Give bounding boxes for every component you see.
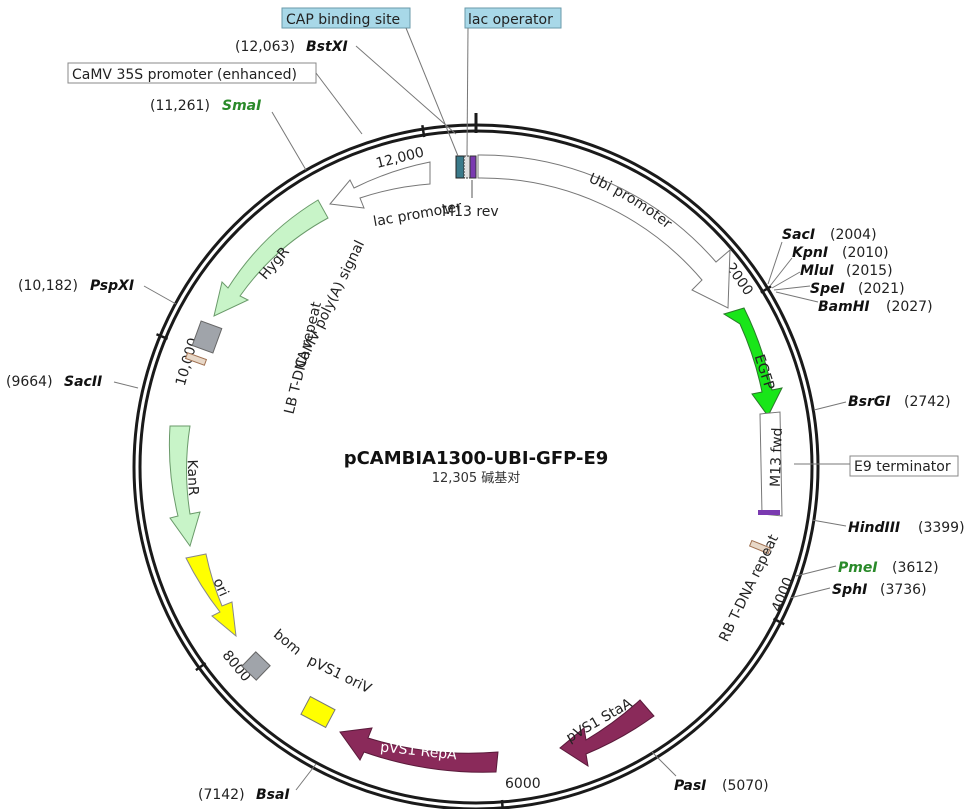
tick-mark (195, 662, 207, 672)
feature-egfp[interactable] (722, 307, 783, 417)
svg-text:BsrGI: BsrGI (848, 394, 891, 410)
svg-text:lac operator: lac operator (468, 12, 553, 28)
plasmid-length: 12,305 碱基对 (432, 471, 521, 486)
svg-text:(7142): (7142) (198, 787, 245, 803)
feature-lb-tdna-repeat[interactable] (184, 352, 208, 366)
site-pspxi[interactable]: (10,182) PspXI (18, 278, 177, 305)
site-pasi[interactable]: PasI (5070) (651, 751, 769, 794)
site-pmei[interactable]: PmeI (3612) (795, 560, 939, 577)
feature-pvs1-oriv[interactable] (300, 695, 336, 729)
boxed-label-camv-35s-promoter[interactable]: CaMV 35S promoter (enhanced) (67, 62, 363, 135)
tick-mark (500, 799, 504, 809)
tick-mark (760, 285, 772, 294)
feature-camv-polya-signal[interactable] (191, 320, 223, 354)
svg-text:(9664): (9664) (6, 374, 53, 390)
svg-text:(3399): (3399) (918, 520, 965, 536)
site-mlui[interactable]: MluI (2015) (771, 263, 893, 289)
site-saci[interactable]: SacI (2004) (767, 227, 877, 285)
svg-text:PmeI: PmeI (838, 560, 878, 576)
site-bsrgi[interactable]: BsrGI (2742) (813, 394, 951, 411)
tick-mark (421, 124, 426, 138)
boxed-label-lac-operator[interactable]: lac operator (464, 7, 562, 157)
feature-label-m13-fwd: M13 fwd (768, 427, 786, 487)
feature-rb-tdna-repeat[interactable] (748, 539, 772, 555)
svg-text:SacI: SacI (782, 227, 815, 243)
svg-text:PspXI: PspXI (90, 278, 134, 294)
feature-label-camv-polya-signal: CaMV poly(A) signal (292, 238, 368, 371)
feature-m13-fwd[interactable] (759, 411, 783, 517)
feature-pvs1-staa[interactable] (559, 699, 655, 768)
svg-text:KpnI: KpnI (792, 245, 828, 261)
svg-text:(3612): (3612) (892, 560, 939, 576)
feature-kanr[interactable] (168, 425, 201, 548)
feature-label-pvs1-oriv: pVS1 oriV (305, 653, 374, 698)
tick-label: 6000 (505, 776, 541, 792)
svg-text:(2021): (2021) (858, 281, 905, 297)
site-kpni[interactable]: KpnI (2010) (769, 245, 889, 287)
site-bstxi[interactable]: (12,063) BstXI (235, 39, 457, 135)
feature-ori[interactable] (185, 553, 237, 638)
feature-label-kanr: KanR (184, 459, 201, 496)
site-smai[interactable]: (11,261) SmaI (150, 98, 307, 171)
svg-text:BstXI: BstXI (306, 39, 348, 55)
site-bamhi[interactable]: BamHI (2027) (775, 291, 933, 315)
feature-label-egfp: EGFP (751, 353, 777, 392)
feature-bom[interactable] (241, 651, 271, 681)
svg-text:SpeI: SpeI (810, 281, 845, 297)
svg-text:(12,063): (12,063) (235, 39, 295, 55)
svg-text:BamHI: BamHI (818, 299, 870, 315)
svg-text:BsaI: BsaI (256, 787, 290, 803)
svg-text:CAP binding site: CAP binding site (286, 12, 400, 28)
svg-text:CaMV 35S promoter (enhanced): CaMV 35S promoter (enhanced) (72, 67, 297, 83)
svg-text:(2742): (2742) (904, 394, 951, 410)
svg-text:PasI: PasI (674, 778, 706, 794)
feature-lac-operator[interactable] (463, 155, 471, 179)
site-sphi[interactable]: SphI (3736) (789, 582, 927, 599)
svg-text:E9 terminator: E9 terminator (854, 459, 951, 475)
svg-text:(2015): (2015) (846, 263, 893, 279)
site-hindiii[interactable]: HindIII (3399) (811, 519, 965, 536)
svg-text:(2027): (2027) (886, 299, 933, 315)
svg-text:(2010): (2010) (842, 245, 889, 261)
boxed-label-e9-terminator[interactable]: E9 terminator (794, 455, 959, 477)
svg-text:(5070): (5070) (722, 778, 769, 794)
feature-ubi-promoter[interactable] (477, 154, 731, 309)
svg-text:(10,182): (10,182) (18, 278, 78, 294)
plasmid-name: pCAMBIA1300-UBI-GFP-E9 (344, 448, 609, 469)
feature-label-bom: bom (270, 626, 304, 658)
svg-text:(2004): (2004) (830, 227, 877, 243)
tick-marks (156, 113, 785, 809)
boxed-label-cap-binding-site[interactable]: CAP binding site (281, 7, 459, 157)
svg-text:(3736): (3736) (880, 582, 927, 598)
feature-m13-rev[interactable] (469, 155, 477, 179)
svg-text:(11,261): (11,261) (150, 98, 210, 114)
site-sacii[interactable]: (9664) SacII (6, 374, 139, 390)
svg-text:HindIII: HindIII (848, 520, 900, 536)
feature-pvs1-repa[interactable] (339, 727, 499, 773)
feature-label-m13-rev: M13 rev (442, 204, 499, 220)
feature-hygr[interactable] (213, 199, 329, 317)
svg-text:SacII: SacII (64, 374, 102, 390)
svg-text:SmaI: SmaI (222, 98, 261, 114)
svg-text:SphI: SphI (832, 582, 867, 598)
feature-cap-binding-site[interactable] (455, 155, 465, 179)
m13-fwd-marker (758, 510, 780, 515)
feature-label-ori: ori (209, 576, 231, 599)
svg-text:MluI: MluI (800, 263, 834, 279)
site-spei[interactable]: SpeI (2021) (773, 281, 905, 297)
site-bsai[interactable]: (7142) BsaI (198, 763, 317, 803)
feature-lac-promoter[interactable] (329, 161, 431, 209)
tick-mark (156, 333, 169, 340)
tick-mark (772, 617, 785, 626)
